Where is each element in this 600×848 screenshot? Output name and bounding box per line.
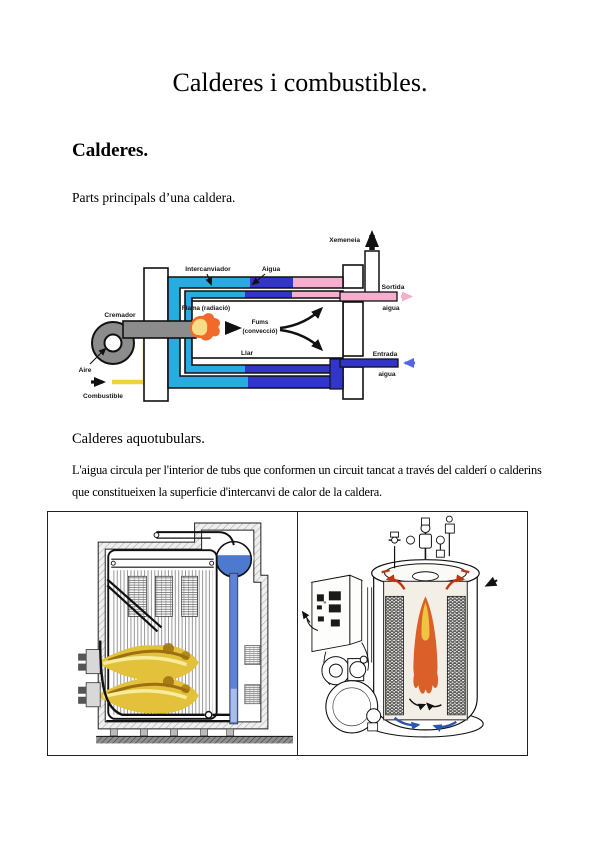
cold-water-arrows <box>393 716 457 732</box>
label-entrada-1: Entrada <box>373 351 398 358</box>
flame-plume-icon <box>96 643 199 681</box>
side-pipes <box>301 576 498 663</box>
outer-water-shell <box>167 276 344 389</box>
flame-icon <box>190 313 221 341</box>
blower-housing-icon <box>325 680 382 734</box>
label-llar: Llar <box>241 350 254 357</box>
label-sortida-2: aigua <box>382 305 400 312</box>
diagonal-pipes <box>106 578 163 633</box>
burner-assembly-icon <box>78 649 101 675</box>
page-title: Calderes i combustibles. <box>172 68 428 97</box>
watertube-boiler-drawing <box>77 522 293 744</box>
cylinder-rim <box>371 559 480 588</box>
label-pointers <box>89 273 266 365</box>
label-aigua: Aigua <box>262 266 281 273</box>
top-headers <box>110 558 215 568</box>
furnace-casing <box>97 522 269 730</box>
bottom-piping <box>99 640 230 722</box>
water-inlet-pipe <box>339 358 399 368</box>
control-cabinet-icon <box>310 574 364 653</box>
support-feet <box>109 728 235 737</box>
label-sortida-1: Sortida <box>382 284 405 291</box>
coil-bank-right <box>446 595 466 716</box>
figure-vertical-boiler-cutaway <box>298 512 527 755</box>
label-intercanviador: Intercanviador <box>185 266 231 273</box>
vertical-boiler-drawing <box>301 515 498 738</box>
central-flame-icon <box>413 596 439 694</box>
label-flama: Flama (radiació) <box>182 305 230 312</box>
heading-calderes: Calderes. <box>72 140 149 161</box>
ground <box>96 736 293 744</box>
boiler-parts-diagram: Xemeneia Intercanviador Aigua Sortida ai… <box>79 230 415 402</box>
water-outlet-pipe <box>339 291 398 302</box>
flue-gas-arrows <box>225 306 324 352</box>
top-piping <box>153 531 235 546</box>
label-xemeneia: Xemeneia <box>329 237 360 244</box>
hot-gas-arrows <box>381 569 470 590</box>
burner-fan-assembly <box>321 642 369 686</box>
top-valve-cluster <box>388 515 455 569</box>
label-aire: Aire <box>79 367 92 374</box>
heading-aquotubulars: Calderes aquotubulars. <box>72 431 205 447</box>
figure-watertube-section <box>48 512 298 755</box>
label-combustible: Combustible <box>83 393 123 400</box>
downcomer-lower <box>230 688 237 722</box>
chamber-bottom-arrows <box>408 698 442 711</box>
intro-text: Parts principals d’una caldera. <box>72 190 236 205</box>
downcomer-pipe <box>229 572 239 725</box>
label-cremador: Cremador <box>104 312 136 319</box>
superheater-grids <box>127 575 198 617</box>
economizer-blocks <box>244 645 261 705</box>
steam-drum-icon <box>213 538 254 579</box>
label-entrada-2: aigua <box>378 371 396 378</box>
coil-bank-left <box>385 595 404 716</box>
chimney-icon <box>364 230 380 296</box>
label-fums-2: (convecció) <box>243 328 278 335</box>
figures-table <box>47 511 528 756</box>
label-fums-1: Fums <box>252 319 269 326</box>
body-paragraph: L'aigua circula per l'interior de tubs q… <box>72 463 542 499</box>
